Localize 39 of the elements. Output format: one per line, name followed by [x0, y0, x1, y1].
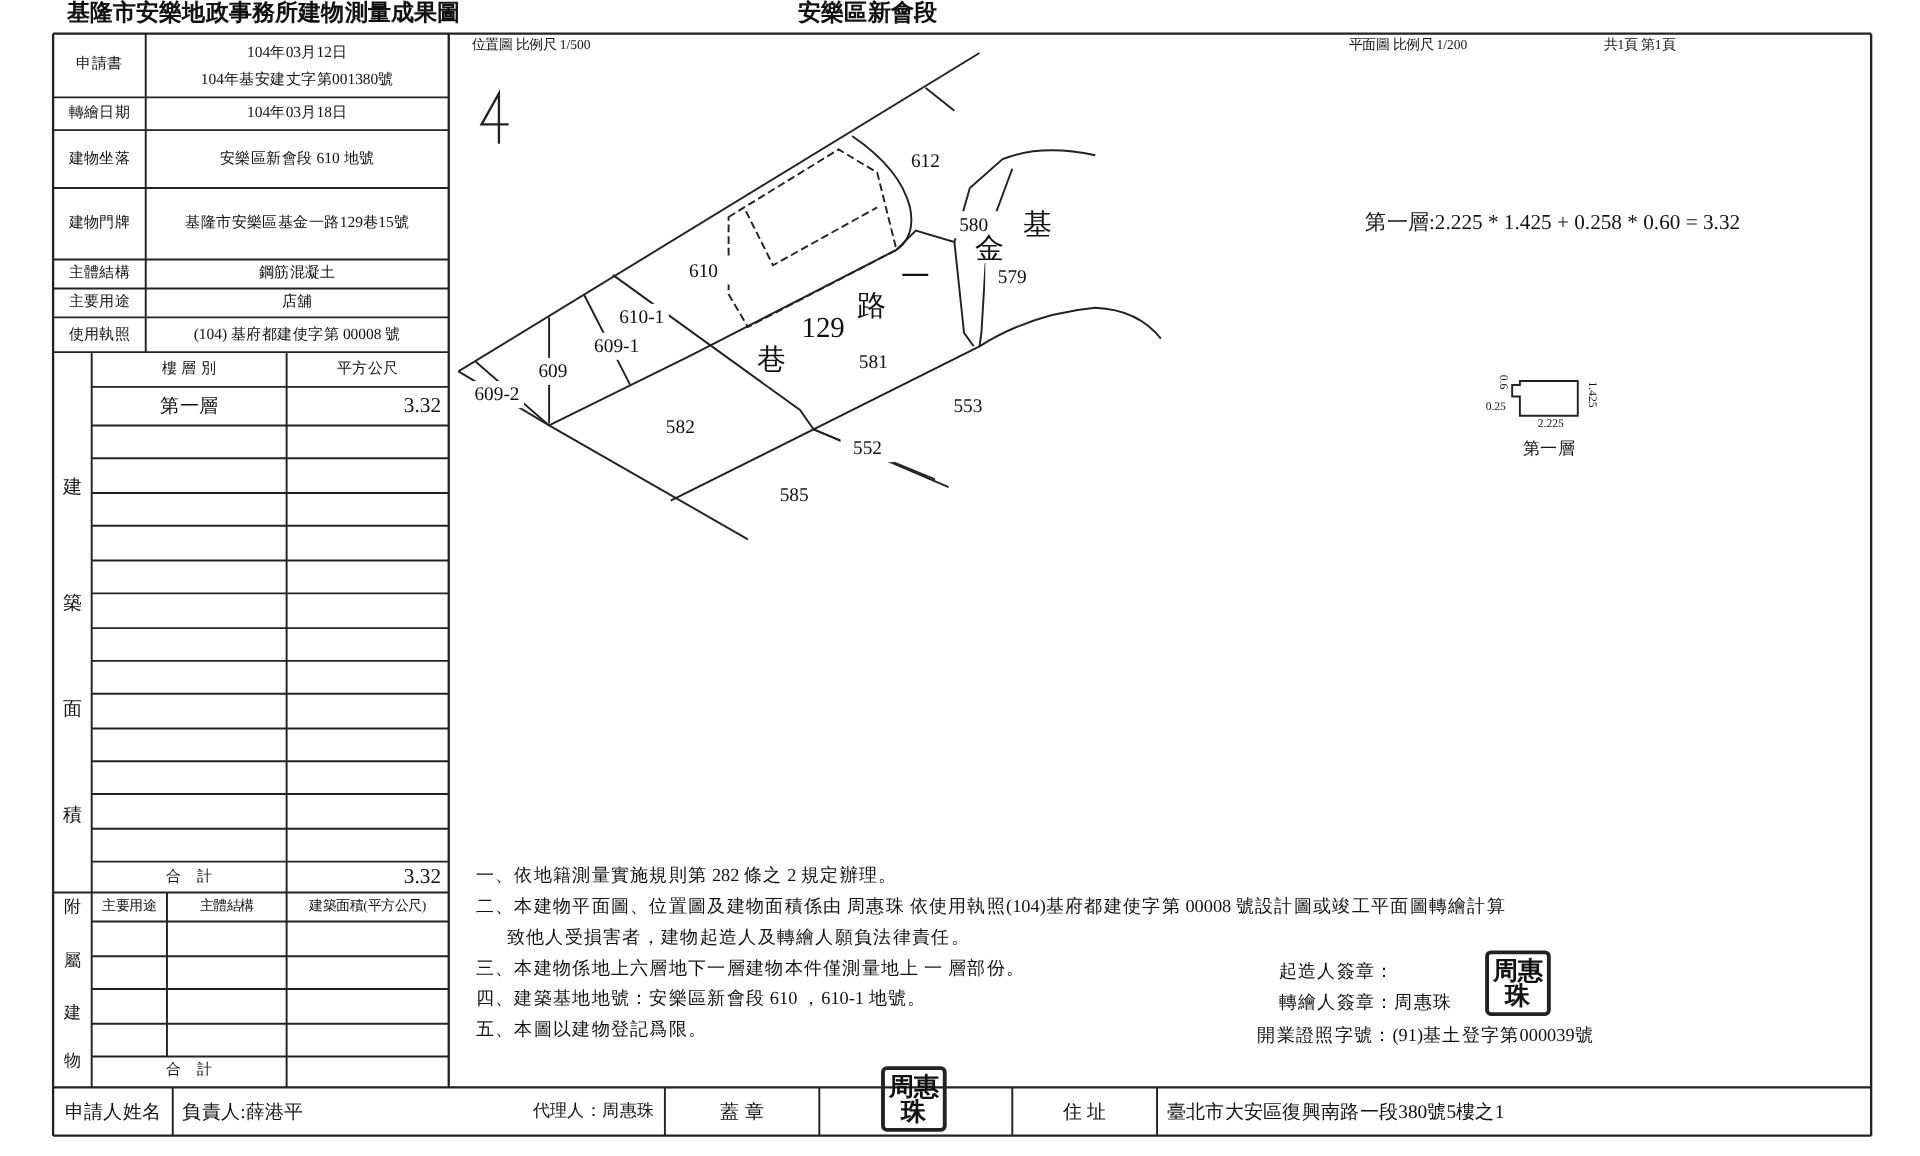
field-value: 負責人:薛港平 — [182, 1099, 306, 1128]
form-label: 附 — [61, 893, 84, 919]
note-text: 三、本建物係地上六層地下一層建物本件僅測量地上 一 層部份。 — [475, 957, 1028, 983]
road-name-character: 金 — [972, 236, 1007, 264]
form-label: 建 — [60, 474, 85, 502]
note-text: 四、建築基地地號：安樂區新會段 610 ，610-1 地號。 — [475, 987, 929, 1014]
signature-label: 轉繪人簽章：周惠珠 — [1278, 991, 1455, 1018]
area-formula: 第一層:2.225 * 1.425 + 0.258 * 0.60 = 3.32 — [1363, 209, 1743, 239]
form-label: 屬 — [61, 947, 84, 973]
form-label: 建 — [61, 999, 84, 1025]
form-label: 築 — [60, 590, 85, 618]
form-label: 面 — [60, 696, 85, 724]
parcel-number: 609-1 — [590, 332, 643, 360]
area-value: 3.32 — [401, 392, 441, 422]
road-name-character: 基 — [1020, 213, 1055, 241]
license-number: 開業證照字號：(91)基土登字第000039號 — [1257, 1024, 1596, 1051]
floor-plan-caption: 第一層 — [1520, 437, 1577, 463]
field-value: 代理人：周惠珠 — [530, 1099, 657, 1125]
form-label: 申請人姓名 — [62, 1099, 164, 1128]
road-name-character: 129 — [806, 315, 841, 343]
form-label: 物 — [61, 1047, 84, 1074]
parcel-number: 552 — [841, 435, 894, 463]
note-text: 二、本建物平面圖、位置圖及建物面積係由 周惠珠 依使用執照(104)基府都建使字第 00008 號設計圖或竣工平面圖轉繪計算 — [475, 895, 1509, 922]
name-seal: 周惠珠 — [1485, 950, 1551, 1016]
note-text: 致他人受損害者，建物起造人及轉繪人願負法律責任。 — [506, 926, 972, 953]
form-label: 蓋 章 — [718, 1099, 766, 1128]
parcel-number: 609-2 — [470, 381, 524, 409]
road-name-character: 路 — [854, 294, 889, 322]
signature-label: 起造人簽章： — [1278, 960, 1397, 987]
document-title: 基隆市安樂地政事務所建物測量成果圖 — [66, 0, 463, 28]
note-text: 五、本圖以建物登記爲限。 — [475, 1018, 710, 1045]
note-text: 一、依地籍測量實施規則第 282 條之 2 規定辦理。 — [475, 864, 900, 891]
form-label: 住 址 — [1060, 1099, 1109, 1128]
road-name-character: 巷 — [754, 348, 788, 376]
district-title: 安樂區新會段 — [796, 0, 940, 28]
field-value: 臺北市大安區復興南路一段380號5樓之1 — [1166, 1099, 1507, 1128]
area-value: 3.32 — [401, 863, 441, 893]
floor-name: 第一層 — [158, 393, 221, 421]
form-label: 積 — [60, 802, 85, 830]
